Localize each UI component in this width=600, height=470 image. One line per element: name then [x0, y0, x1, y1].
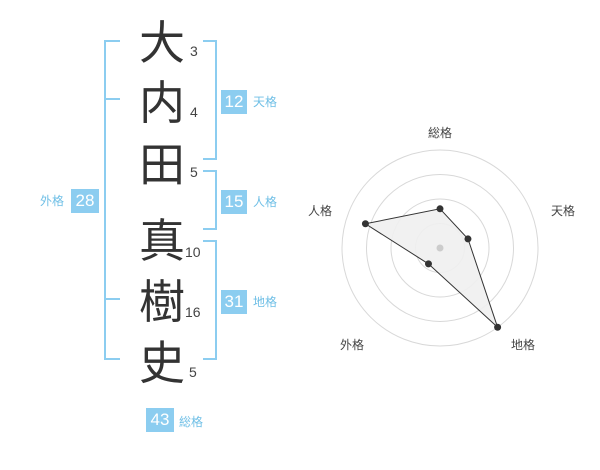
gaikaku-bracket [104, 40, 120, 360]
jinkaku-bracket [203, 170, 217, 230]
tenkaku-bracket [203, 40, 217, 160]
radar-axis-label-jinkaku: 人格 [308, 204, 333, 218]
radar-ring-4 [341, 149, 539, 347]
name-char-1: 大 [139, 16, 185, 70]
soukaku-label: 総格 [179, 415, 204, 429]
chikaku-bracket [203, 240, 217, 360]
radar-axis-label-soukaku: 総格 [428, 126, 453, 140]
stroke-count-6: 5 [189, 364, 197, 380]
radar-center-dot [436, 244, 444, 252]
radar-polygon [364, 208, 499, 328]
radar-axis-label-gaikaku: 外格 [340, 338, 365, 352]
name-char-4: 真 [139, 214, 185, 268]
stroke-count-1: 3 [190, 43, 198, 59]
stroke-count-3: 5 [190, 164, 198, 180]
jinkaku-label: 人格 [253, 195, 278, 209]
radar-axis-label-chikaku: 地格 [511, 338, 536, 352]
jinkaku-value: 15 [221, 190, 247, 214]
stroke-count-2: 4 [190, 104, 198, 120]
stroke-count-4: 10 [185, 244, 201, 260]
soukaku-value: 43 [146, 408, 174, 432]
gaikaku-label: 外格 [40, 194, 65, 208]
radar-ring-3 [366, 174, 514, 322]
chikaku-value: 31 [221, 290, 247, 314]
gaikaku-bracket-tick-1 [104, 98, 120, 100]
name-char-5: 樹 [139, 275, 185, 329]
gaikaku-value: 28 [71, 189, 99, 213]
name-char-3: 田 [139, 138, 185, 192]
gaikaku-bracket-tick-2 [104, 298, 120, 300]
radar-ring-2 [390, 198, 490, 298]
tenkaku-value: 12 [221, 90, 247, 114]
stroke-count-5: 16 [185, 304, 201, 320]
radar-points [361, 205, 502, 331]
tenkaku-label: 天格 [253, 95, 278, 109]
name-char-2: 内 [139, 76, 185, 130]
chikaku-label: 地格 [253, 295, 278, 309]
radar-point-1 [436, 205, 444, 213]
radar-point-4 [424, 260, 432, 268]
radar-point-3 [494, 323, 502, 331]
radar-point-2 [464, 235, 472, 243]
radar-axis-label-tenkaku: 天格 [551, 204, 576, 218]
name-char-6: 史 [139, 336, 185, 390]
radar-point-5 [361, 220, 369, 228]
